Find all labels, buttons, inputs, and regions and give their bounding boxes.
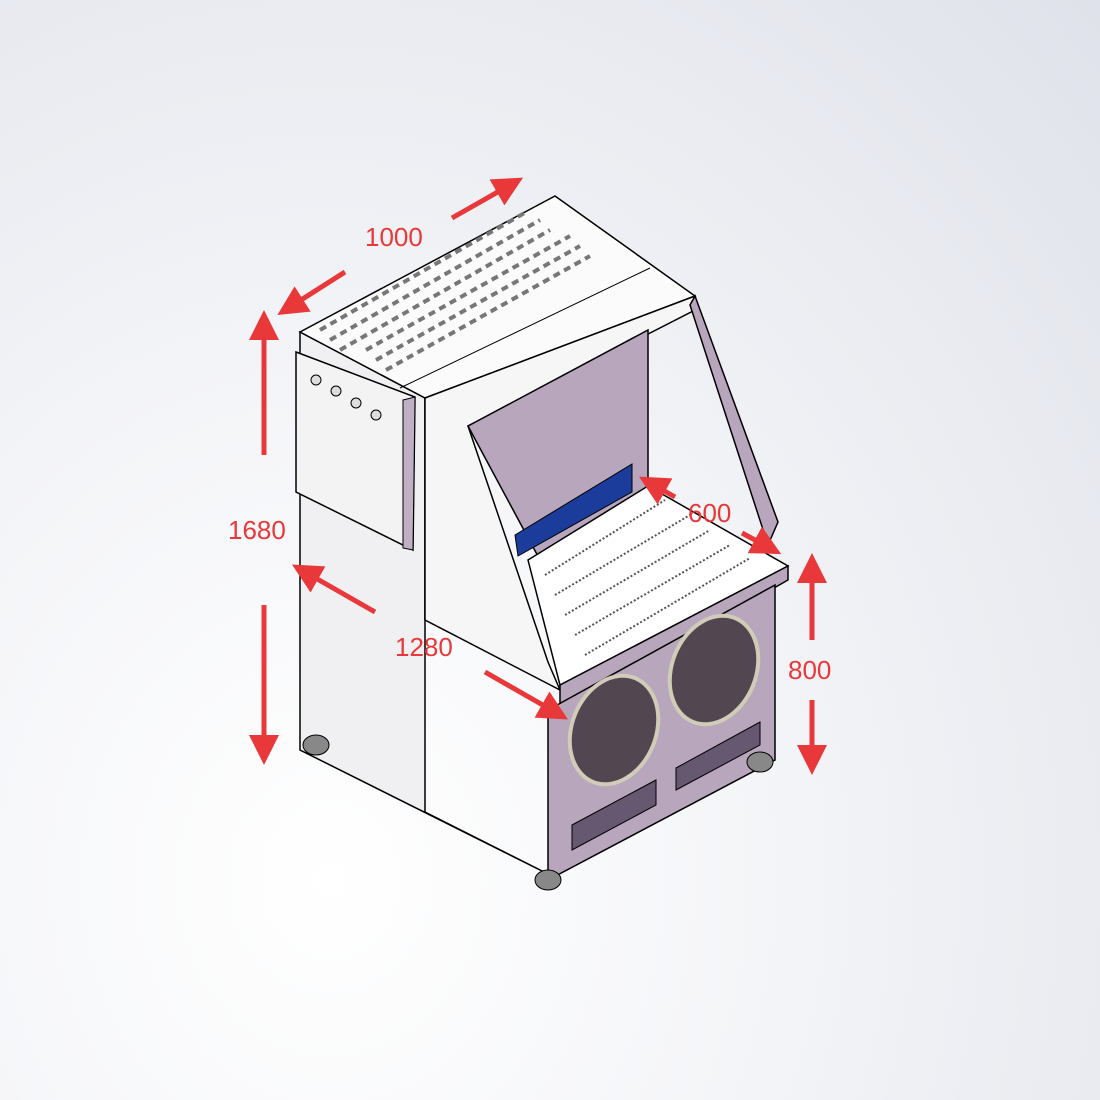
- dimension-depth: 1280: [395, 632, 453, 662]
- control-buttons: [310, 374, 382, 421]
- dimension-arrows: [249, 177, 827, 775]
- filter-left: [567, 673, 661, 787]
- filter-right: [667, 613, 761, 727]
- dimension-table-height: 800: [788, 655, 832, 685]
- top-vents: [319, 209, 591, 372]
- vent-slot-left: [571, 779, 657, 851]
- casters: [302, 734, 774, 891]
- control-box-side: [402, 396, 416, 551]
- dimension-work-depth: 600: [688, 498, 732, 528]
- dimension-total-height: 1680: [228, 515, 286, 545]
- light-strip: [514, 463, 633, 557]
- dimension-width: 1000: [365, 222, 423, 252]
- vent-slot-right: [675, 721, 761, 791]
